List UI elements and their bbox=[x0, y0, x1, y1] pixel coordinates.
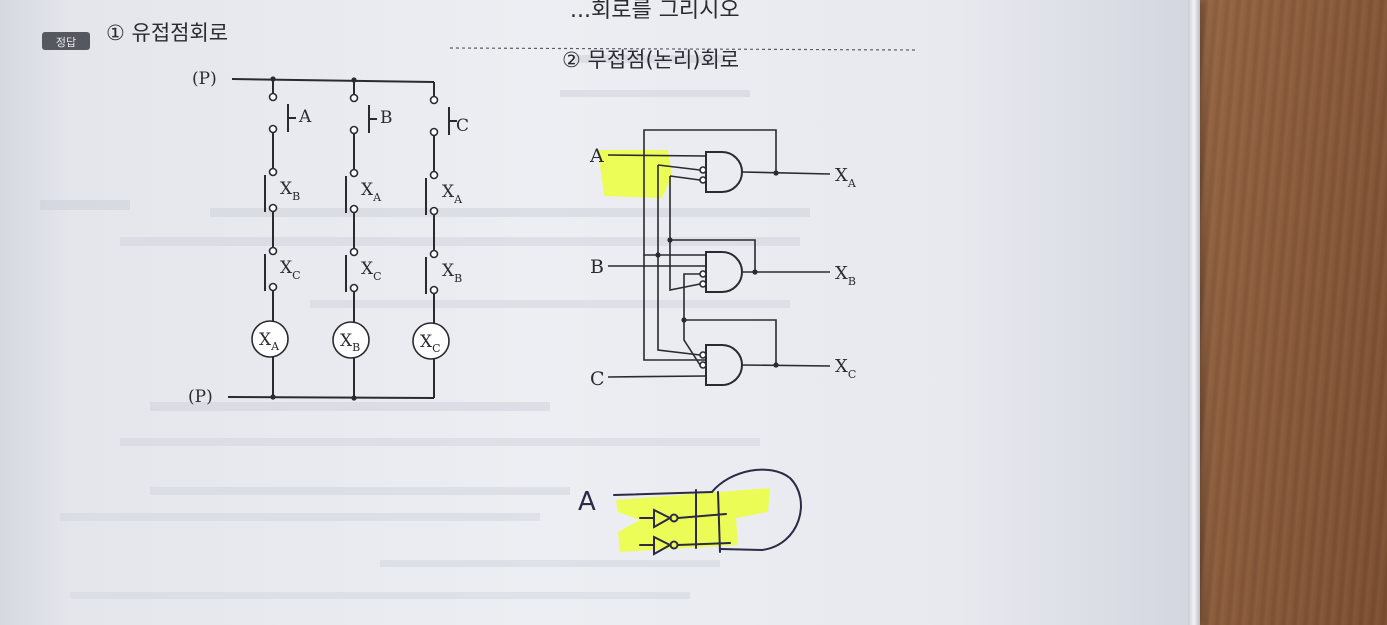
handwritten-sketch: A bbox=[578, 468, 802, 556]
power-label-bottom: (P) bbox=[188, 387, 213, 407]
answer-badge: 정답 bbox=[42, 32, 90, 50]
contact-terminal bbox=[268, 246, 278, 256]
contact-terminal bbox=[349, 168, 359, 178]
contact-terminal bbox=[268, 124, 278, 134]
and-gate-xb bbox=[705, 251, 743, 293]
top-bus-line bbox=[231, 78, 435, 83]
contact-terminal bbox=[429, 249, 439, 259]
contact-terminal bbox=[268, 167, 278, 177]
contact-xb-label: XB bbox=[442, 261, 462, 285]
highlighter-mark bbox=[598, 150, 672, 198]
inverter-bubble bbox=[699, 280, 707, 288]
contact-terminal bbox=[268, 92, 278, 102]
relay-circuit: (P) (P) A XB XC XA bbox=[188, 69, 469, 407]
contact-xa-label: XA bbox=[361, 180, 382, 204]
output-xb-label: XB bbox=[835, 263, 856, 288]
and-gate-xc bbox=[705, 344, 743, 386]
relay-coil-xb bbox=[332, 321, 370, 359]
output-xa-line bbox=[741, 171, 831, 175]
ladder-column-b: B XA XC XB bbox=[332, 77, 393, 401]
inverter-bubble bbox=[699, 166, 707, 174]
contact-terminal bbox=[268, 282, 278, 292]
logic-circuit: A B C XA XB XC bbox=[589, 129, 857, 390]
inverter-bubble bbox=[699, 176, 707, 184]
contact-terminal bbox=[349, 204, 359, 214]
hand-line bbox=[677, 542, 731, 546]
relay-coil-xc bbox=[412, 322, 450, 360]
hand-inverter-symbol bbox=[653, 508, 673, 529]
junction-dot bbox=[270, 394, 276, 400]
contact-xb-label: XB bbox=[280, 179, 300, 203]
input-b-label: B bbox=[590, 256, 604, 278]
contact-xc-label: XC bbox=[361, 259, 382, 283]
hand-line bbox=[717, 491, 721, 553]
relay-coil-xa-label: XA bbox=[259, 330, 280, 353]
relay-coil-xa bbox=[251, 320, 289, 358]
contact-terminal bbox=[429, 95, 439, 105]
output-xc-line bbox=[741, 364, 831, 367]
bottom-bus-line bbox=[227, 396, 435, 399]
contact-terminal bbox=[349, 247, 359, 257]
ladder-column-c: C XA XB XC bbox=[412, 82, 469, 398]
section1-title: ① 유접점회로 bbox=[106, 21, 228, 45]
junction-dot bbox=[351, 395, 357, 401]
inverter-bubble bbox=[699, 351, 707, 359]
page-top-title: ...회로를 그리시오 bbox=[570, 0, 740, 23]
inverter-bubble bbox=[699, 270, 707, 278]
contact-terminal bbox=[429, 170, 439, 180]
contact-terminal bbox=[429, 206, 439, 216]
power-label-top: (P) bbox=[192, 69, 217, 89]
pushbutton-b-symbol bbox=[368, 105, 377, 133]
section2-title: ② 무접점(논리)회로 bbox=[562, 48, 739, 72]
contact-terminal bbox=[429, 127, 439, 137]
contact-xc-label: XC bbox=[280, 258, 301, 282]
pushbutton-c-symbol bbox=[448, 107, 457, 135]
interlock-wiring bbox=[643, 129, 777, 366]
contact-terminal bbox=[349, 125, 359, 135]
pushbutton-a-label: A bbox=[298, 107, 312, 127]
answer-badge-label: 정답 bbox=[56, 36, 76, 49]
input-a-label: A bbox=[589, 145, 604, 167]
hand-feedback-loop bbox=[711, 468, 802, 552]
ladder-column-a: A XB XC XA bbox=[251, 76, 312, 400]
inverter-bubble bbox=[699, 361, 707, 369]
handwritten-label-a: A bbox=[578, 487, 596, 517]
contact-terminal bbox=[429, 285, 439, 295]
bleed-through-texture bbox=[40, 55, 810, 599]
output-xa-label: XA bbox=[835, 165, 857, 190]
contact-xa-label: XA bbox=[442, 182, 463, 206]
pushbutton-c-label: C bbox=[456, 116, 469, 136]
hand-inverter-symbol bbox=[653, 535, 673, 556]
highlighter-mark bbox=[616, 488, 770, 552]
page-edge bbox=[1188, 0, 1200, 625]
contact-terminal bbox=[349, 283, 359, 293]
contact-terminal bbox=[268, 203, 278, 213]
pushbutton-b-label: B bbox=[380, 108, 393, 128]
contact-terminal bbox=[349, 93, 359, 103]
relay-coil-xc-label: XC bbox=[420, 332, 441, 355]
pushbutton-a-symbol bbox=[287, 104, 296, 132]
input-c-label: C bbox=[590, 368, 605, 390]
and-gate-xa bbox=[705, 151, 743, 193]
relay-coil-xb-label: XB bbox=[340, 331, 360, 354]
output-xc-label: XC bbox=[835, 356, 856, 381]
